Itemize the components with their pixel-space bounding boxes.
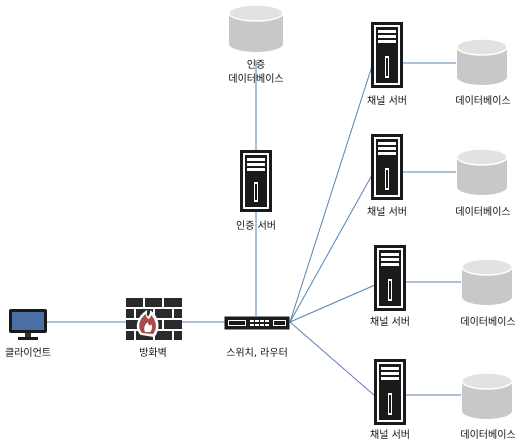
channel-server-label: 채널 서버	[367, 207, 407, 218]
database-icon	[461, 258, 513, 305]
client-label: 클라이언트	[5, 348, 51, 359]
switch-icon	[224, 316, 290, 330]
channel-server-label: 채널 서버	[370, 317, 410, 328]
switch-label: 스위치, 라우터	[226, 348, 288, 359]
channel-db-label: 데이터베이스	[460, 430, 516, 441]
database-icon	[228, 4, 284, 52]
auth-server-label: 인증 서버	[236, 221, 276, 232]
channel-db-label: 데이터베이스	[460, 317, 516, 328]
auth-db-label-line2: 데이터베이스	[228, 74, 284, 85]
monitor-icon	[9, 309, 47, 340]
channel-db-label: 데이터베이스	[455, 207, 511, 218]
link-switch-channel-4	[289, 321, 376, 397]
server-icon	[374, 359, 406, 425]
database-icon	[461, 372, 513, 419]
server-icon	[240, 150, 272, 212]
link-switch-channel-2	[289, 174, 373, 323]
channel-db-label: 데이터베이스	[455, 96, 511, 107]
link-switch-channel-3	[289, 284, 376, 323]
firewall-icon	[126, 298, 182, 340]
database-icon	[456, 148, 508, 195]
channel-server-label: 채널 서버	[367, 96, 407, 107]
server-icon	[371, 22, 403, 88]
channel-server-label: 채널 서버	[370, 430, 410, 441]
server-icon	[371, 134, 403, 200]
server-icon	[374, 245, 406, 311]
link-switch-channel-1	[289, 65, 373, 323]
database-icon	[456, 38, 508, 85]
firewall-label: 방화벽	[139, 348, 167, 359]
auth-db-label-line1: 인증	[246, 60, 266, 71]
